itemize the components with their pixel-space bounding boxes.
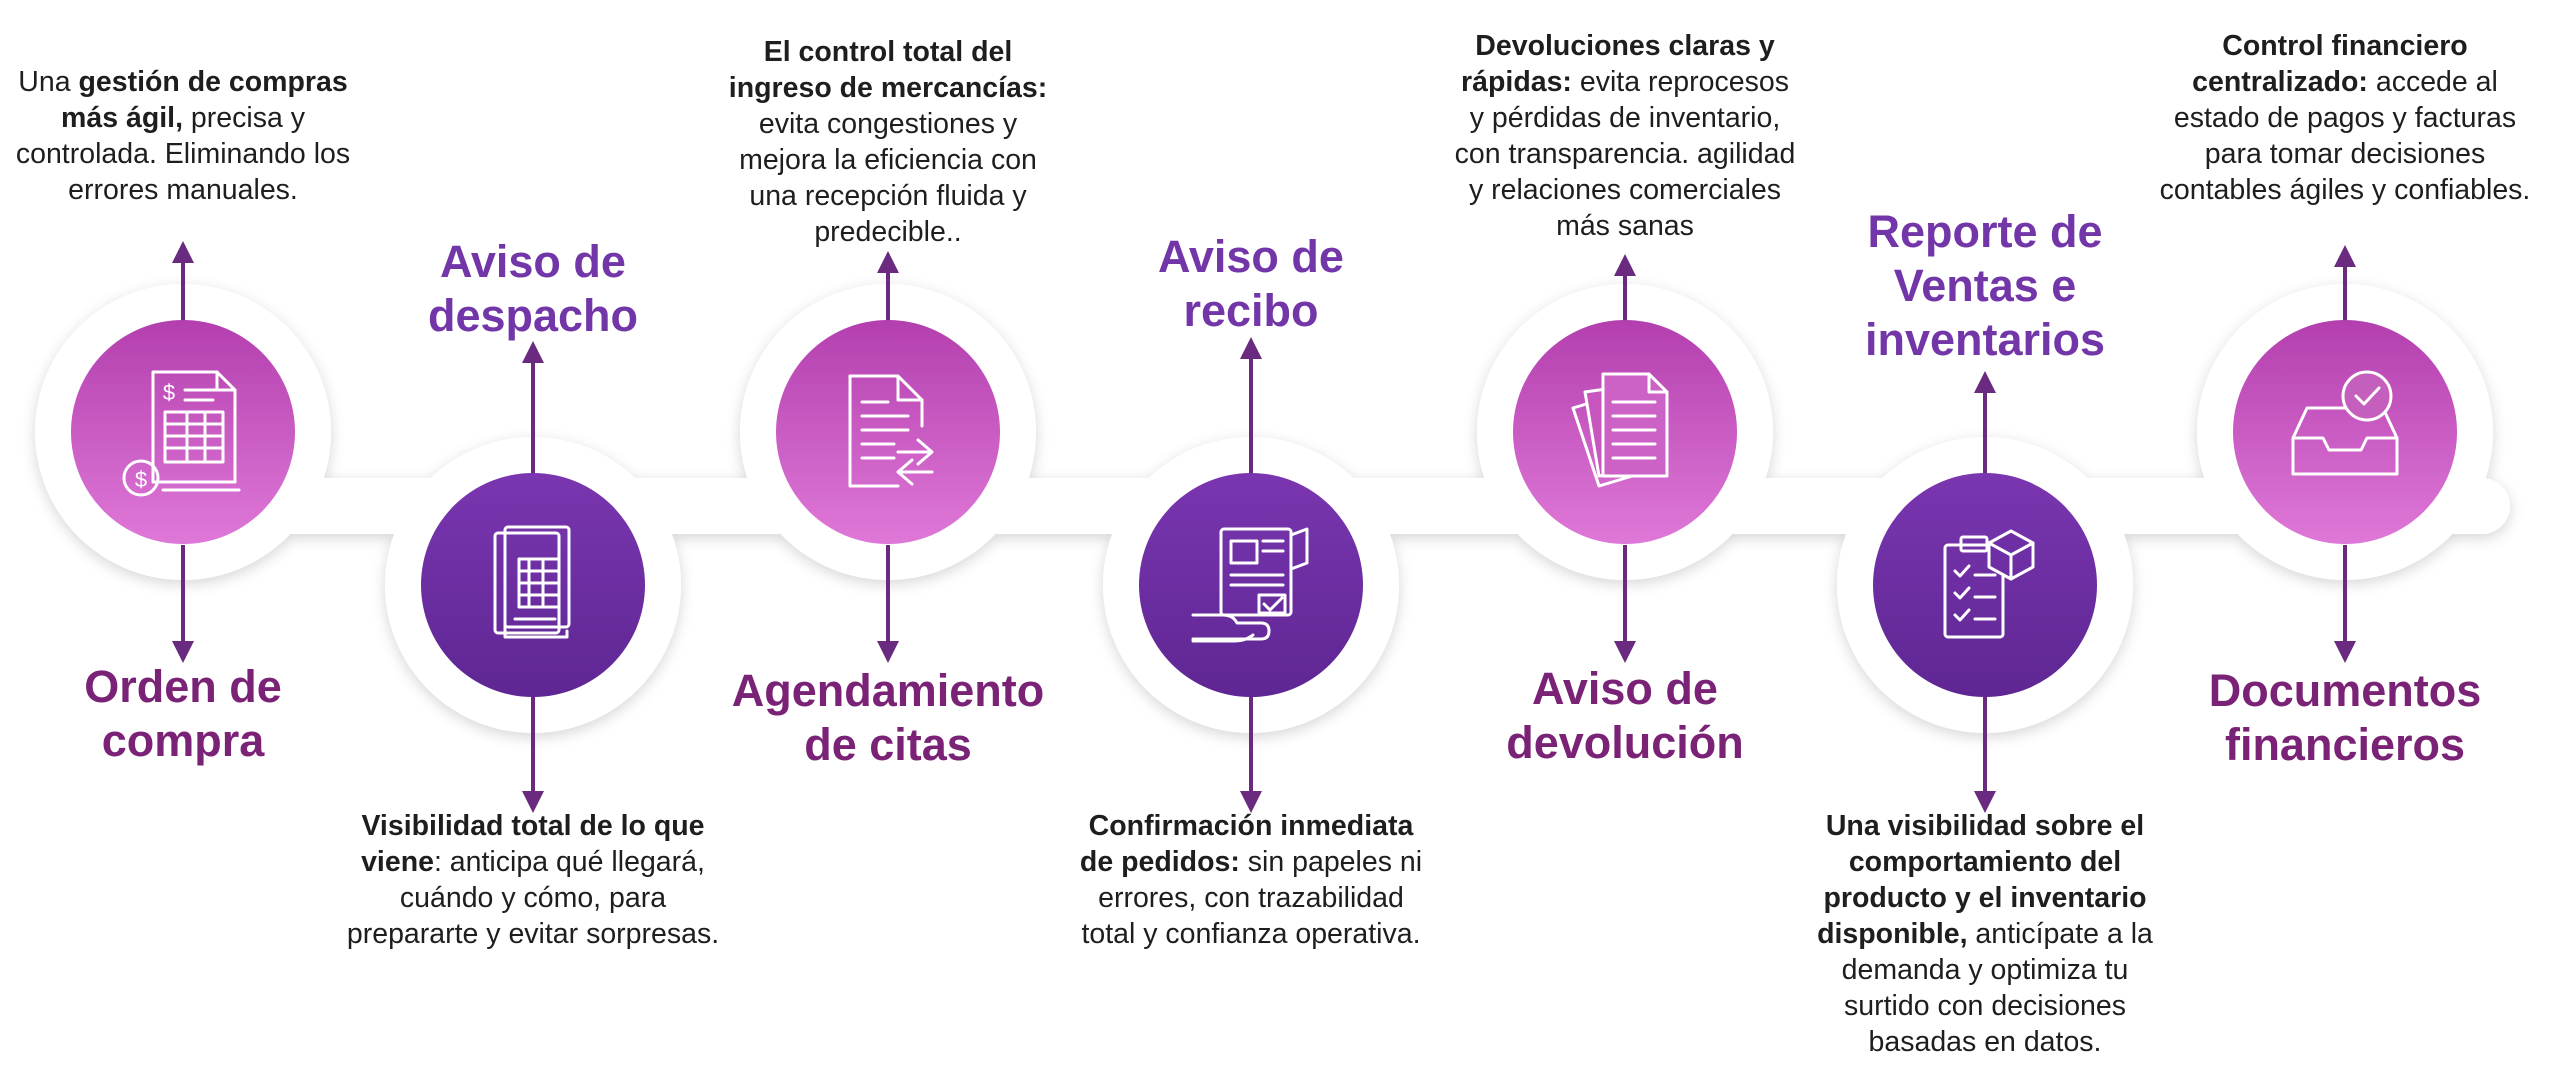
- description-bold-text: gestión de compras más ágil,: [61, 66, 348, 134]
- step-title-line: financieros: [2224, 719, 2466, 770]
- step-5-description: Devoluciones claras y rápidas: evita rep…: [1450, 28, 1800, 244]
- step-3-description: El control total del ingreso de mercancí…: [713, 34, 1063, 250]
- step-title-line: recibo: [1183, 285, 1319, 336]
- step-7-circle: [2233, 320, 2457, 544]
- step-title-line: Orden de: [84, 661, 282, 712]
- description-text: Una: [18, 66, 79, 98]
- step-title-line: Agendamiento: [731, 665, 1045, 716]
- step-title-line: Ventas e: [1893, 260, 2077, 311]
- step-4-description: Confirmación inmediata de pedidos: sin p…: [1076, 808, 1426, 952]
- step-1-circle: [71, 320, 295, 544]
- inbox-check-icon: [2291, 370, 2399, 476]
- description-text: accede al estado de pagos y facturas par…: [2159, 66, 2531, 206]
- step-title-line: despacho: [427, 290, 639, 341]
- description-text: evita congestiones y mejora la eficienci…: [739, 108, 1037, 248]
- step-4-node: [1139, 473, 1363, 697]
- description-bold-text: Devoluciones claras y rápidas:: [1461, 30, 1775, 98]
- step-5-node: [1513, 320, 1737, 544]
- step-7-node: [2233, 320, 2457, 544]
- step-title-line: Aviso de: [1158, 231, 1344, 282]
- description-text: sin papeles ni errores, con trazabilidad…: [1081, 846, 1423, 950]
- description-bold-text: Confirmación inmediata de pedidos:: [1079, 810, 1414, 878]
- step-title-line: compra: [101, 715, 265, 766]
- description-bold-text: Visibilidad total de lo que viene: [361, 810, 705, 878]
- receipt-confirmation-icon: [1191, 527, 1309, 643]
- description-text: anticípate a la demanda y optimiza tu su…: [1841, 918, 2153, 1058]
- description-bold-text: El control total del ingreso de mercancí…: [728, 36, 1048, 104]
- step-3-node: [776, 320, 1000, 544]
- invoice-icon: $ $: [122, 370, 241, 497]
- svg-text:$: $: [163, 380, 175, 405]
- step-2-node: [421, 473, 645, 697]
- step-title-line: Reporte de: [1867, 206, 2103, 257]
- inventory-checklist-icon: [1943, 529, 2035, 639]
- step-6-circle: [1873, 473, 2097, 697]
- step-1-description: Una gestión de compras más ágil, precisa…: [8, 64, 358, 208]
- step-3-circle: [776, 320, 1000, 544]
- stacked-documents-icon: [1571, 372, 1669, 488]
- step-1-node: $ $: [71, 320, 295, 544]
- step-6-node: [1873, 473, 2097, 697]
- step-title-line: Documentos: [2208, 665, 2482, 716]
- description-bold-text: Una visibilidad sobre el comportamiento …: [1817, 810, 2147, 950]
- step-2-circle: [421, 473, 645, 697]
- svg-text:$: $: [135, 467, 147, 492]
- description-bold-text: Control financiero centralizado:: [2192, 30, 2468, 98]
- description-text: precisa y controlada. Eliminando los err…: [15, 102, 351, 206]
- step-7-description: Control financiero centralizado: accede …: [2155, 28, 2535, 208]
- step-title-line: Aviso de: [440, 236, 626, 287]
- dispatch-document-icon: [493, 525, 571, 639]
- step-title-line: devolución: [1506, 717, 1744, 768]
- step-title-line: Aviso de: [1532, 663, 1718, 714]
- description-text: evita reprocesos y pérdidas de inventari…: [1454, 66, 1796, 242]
- step-title-line: de citas: [804, 719, 972, 770]
- document-transfer-icon: [848, 374, 934, 488]
- step-2-description: Visibilidad total de lo que viene: antic…: [343, 808, 723, 952]
- step-6-description: Una visibilidad sobre el comportamiento …: [1805, 808, 2165, 1060]
- description-text: : anticipa qué llegará, cuándo y cómo, p…: [346, 846, 720, 950]
- step-title-line: inventarios: [1864, 314, 2106, 365]
